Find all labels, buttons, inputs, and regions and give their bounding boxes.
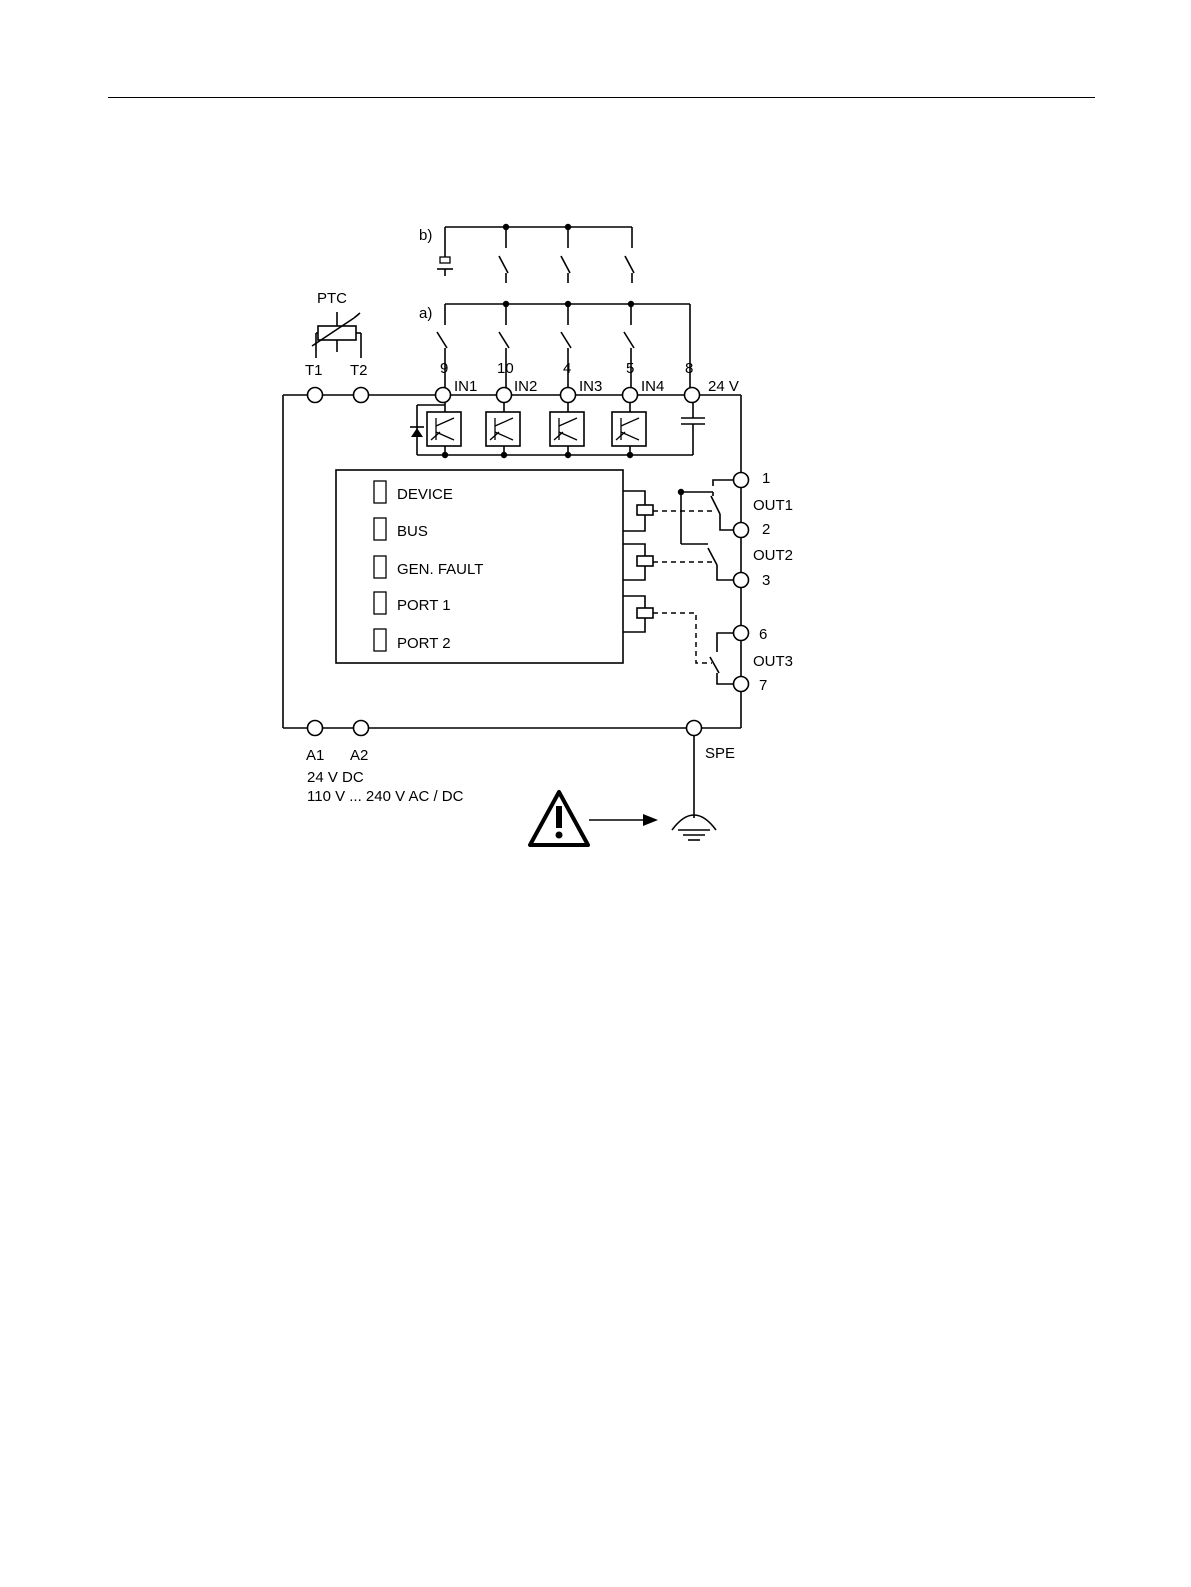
led-port1-indicator <box>374 592 386 614</box>
relay-coils <box>623 491 713 663</box>
optocoupler-in2 <box>486 403 520 458</box>
terminal-5-number: 5 <box>626 360 634 377</box>
terminal-24v <box>685 388 700 403</box>
t2-label: T2 <box>350 362 368 379</box>
t1-label: T1 <box>305 362 323 379</box>
led-gen-fault-indicator <box>374 556 386 578</box>
terminal-in1 <box>436 388 451 403</box>
supply-voltage-line1: 24 V DC <box>307 769 364 786</box>
variant-a-wiring: a) 9 10 4 5 8 <box>419 301 693 377</box>
led-port1-label: PORT 1 <box>397 597 451 614</box>
led-bus-indicator <box>374 518 386 540</box>
led-port2-label: PORT 2 <box>397 635 451 652</box>
led-bus-label: BUS <box>397 523 428 540</box>
led-panel: DEVICE BUS GEN. FAULT PORT 1 PORT 2 <box>336 470 623 663</box>
terminal-a1 <box>308 721 323 736</box>
in1-label: IN1 <box>454 378 477 395</box>
terminal-1-label: 1 <box>762 470 770 487</box>
led-gen-fault-label: GEN. FAULT <box>397 561 483 578</box>
supply-voltage-line2: 110 V ... 240 V AC / DC <box>307 788 464 805</box>
terminal-3-label: 3 <box>762 572 770 589</box>
terminal-in4 <box>623 388 638 403</box>
v24-label: 24 V <box>708 378 739 395</box>
terminal-7 <box>734 677 749 692</box>
ptc-label: PTC <box>317 290 347 307</box>
out2-label: OUT2 <box>753 547 793 564</box>
bottom-terminals: A1 A2 SPE 24 V DC 110 V ... 240 V AC / D… <box>306 721 735 806</box>
terminal-4-number: 4 <box>563 360 571 377</box>
terminal-a2 <box>354 721 369 736</box>
spe-label: SPE <box>705 745 735 762</box>
a2-label: A2 <box>350 747 368 764</box>
top-terminals: IN1 IN2 IN3 IN4 24 V <box>308 358 739 403</box>
in4-label: IN4 <box>641 378 664 395</box>
variant-a-label: a) <box>419 305 432 322</box>
terminal-9-number: 9 <box>440 360 448 377</box>
terminal-t2 <box>354 388 369 403</box>
terminal-1 <box>734 473 749 488</box>
terminal-2-label: 2 <box>762 521 770 538</box>
capacitor-24v <box>681 403 705 455</box>
terminal-6-label: 6 <box>759 626 767 643</box>
arrow-icon <box>589 814 658 826</box>
in2-label: IN2 <box>514 378 537 395</box>
led-device-indicator <box>374 481 386 503</box>
terminal-in3 <box>561 388 576 403</box>
variant-b-label: b) <box>419 227 432 244</box>
a1-label: A1 <box>306 747 324 764</box>
led-port2-indicator <box>374 629 386 651</box>
terminal-6 <box>734 626 749 641</box>
terminal-8-number: 8 <box>685 360 693 377</box>
warning-triangle-icon <box>530 792 588 845</box>
optocoupler-in3 <box>550 403 584 458</box>
input-optocouplers <box>410 395 705 458</box>
terminal-7-label: 7 <box>759 677 767 694</box>
out1-label: OUT1 <box>753 497 793 514</box>
terminal-t1 <box>308 388 323 403</box>
relay-outputs: 1 OUT1 2 OUT2 3 6 OUT3 7 <box>678 470 793 694</box>
terminal-2 <box>734 523 749 538</box>
terminal-in2 <box>497 388 512 403</box>
terminal-spe <box>687 721 702 736</box>
ptc-thermistor: PTC T1 T2 <box>305 290 368 379</box>
led-device-label: DEVICE <box>397 486 453 503</box>
variant-b-wiring: b) <box>419 224 634 283</box>
terminal-3 <box>734 573 749 588</box>
in3-label: IN3 <box>579 378 602 395</box>
out3-label: OUT3 <box>753 653 793 670</box>
optocoupler-in4 <box>612 403 646 458</box>
